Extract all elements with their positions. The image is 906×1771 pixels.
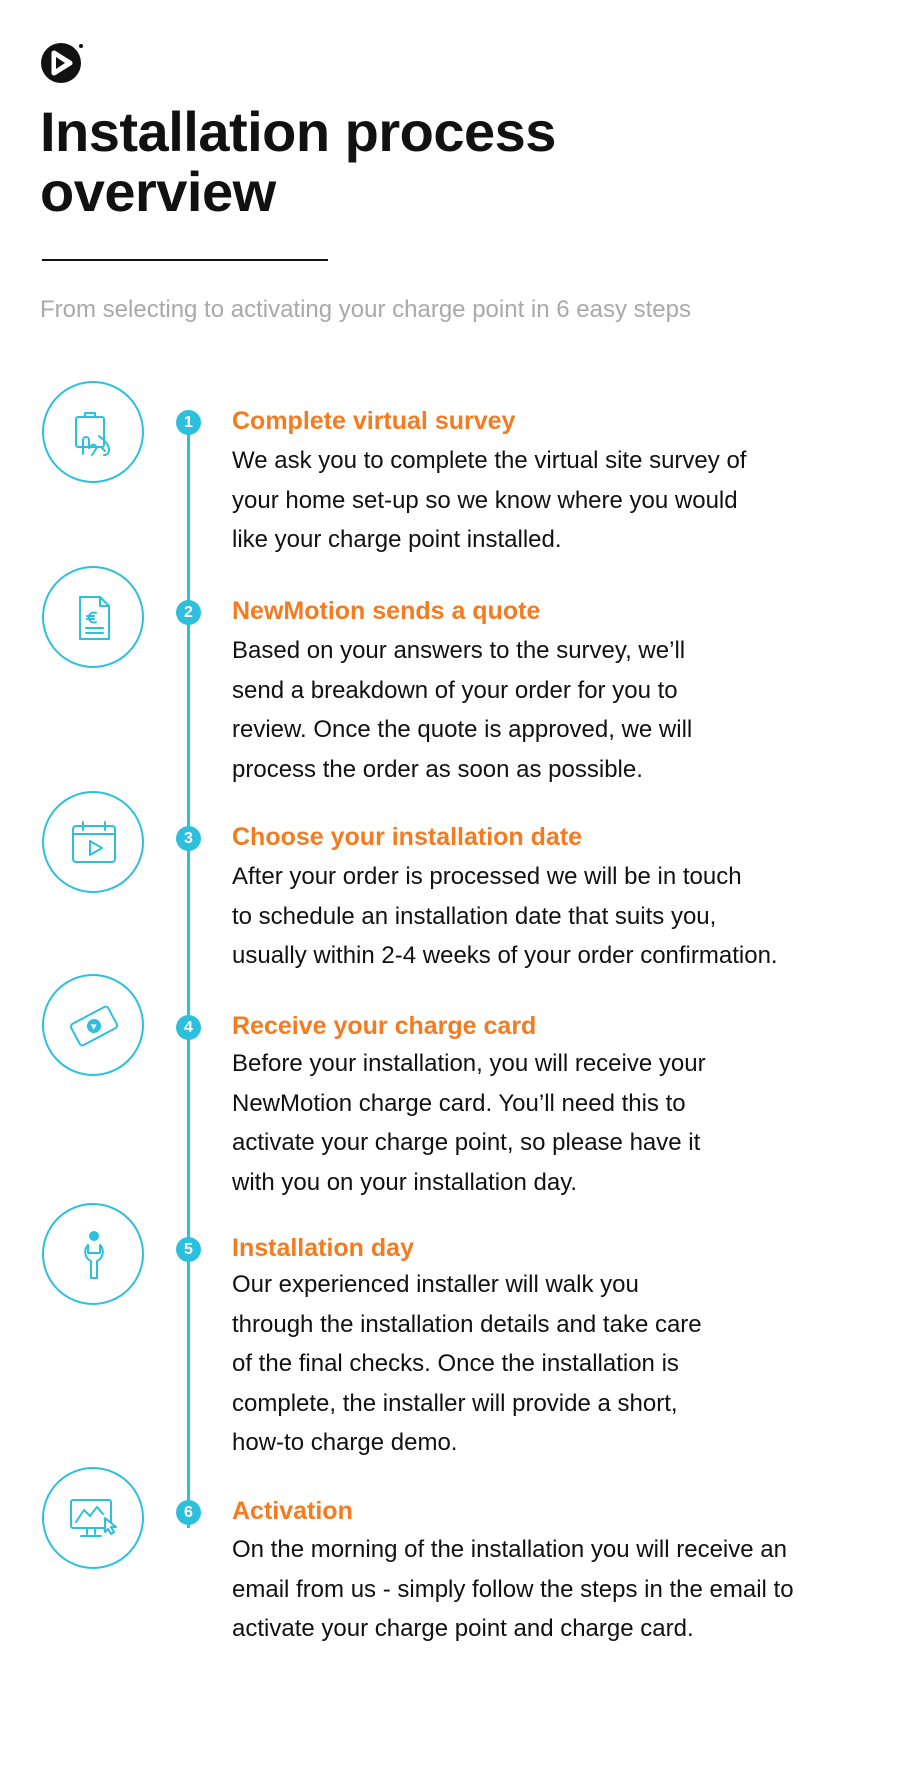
page-title-line-2: overview [40, 160, 276, 223]
step-5-body-line: Our experienced installer will walk you [232, 1271, 639, 1298]
step-4-body-line: NewMotion charge card. You’ll need this … [232, 1089, 686, 1117]
calendar-icon [72, 821, 116, 863]
page-title: Installation process overview [40, 102, 556, 222]
page-title-line-1: Installation process [40, 100, 556, 163]
step-3-body-line: to schedule an installation date that su… [232, 902, 717, 930]
page-subtitle: From selecting to activating your charge… [40, 296, 691, 323]
hand-clipboard-icon [75, 412, 110, 456]
step-5-body-line: of the final checks. Once the installati… [232, 1350, 679, 1377]
newmotion-logo-icon [41, 43, 83, 83]
wrench-icon [84, 1231, 104, 1279]
charge-card-icon [69, 1005, 119, 1047]
step-4-icon-circle [42, 974, 144, 1076]
step-2-body-line: process the order as soon as possible. [232, 755, 643, 783]
step-2-title: NewMotion sends a quote [232, 597, 541, 625]
euro-document-icon [79, 596, 110, 640]
step-6-body-line: activate your charge point and charge ca… [232, 1615, 694, 1642]
title-divider [42, 259, 328, 261]
step-4-title: Receive your charge card [232, 1012, 537, 1040]
step-5-body-line: how-to charge demo. [232, 1429, 458, 1456]
step-1-body-line: We ask you to complete the virtual site … [232, 447, 747, 474]
step-1-body-line: like your charge point installed. [232, 526, 562, 553]
step-5-body: Our experienced installer will walk you … [232, 1265, 702, 1463]
step-6-icon-circle [42, 1467, 144, 1569]
step-1-number: 1 [176, 410, 201, 435]
step-4-number: 4 [176, 1015, 201, 1040]
monitor-click-icon [70, 1499, 117, 1537]
step-5-title: Installation day [232, 1234, 414, 1262]
step-1-body-line: your home set-up so we know where you wo… [232, 486, 738, 514]
step-5-body-line: complete, the installer will provide a s… [232, 1389, 678, 1417]
step-3-title: Choose your installation date [232, 823, 583, 851]
step-1-title: Complete virtual survey [232, 407, 516, 435]
step-2-number: 2 [176, 600, 201, 625]
step-2-body-line: review. Once the quote is approved, we w… [232, 716, 693, 743]
step-1-icon-circle [42, 381, 144, 483]
step-6-body: On the morning of the installation you w… [232, 1530, 794, 1649]
timeline-line [187, 428, 190, 1528]
step-1-body: We ask you to complete the virtual site … [232, 441, 746, 560]
step-4-body-line: Before your installation, you will recei… [232, 1050, 706, 1077]
step-4-body-line: activate your charge point, so please ha… [232, 1129, 701, 1156]
step-3-body: After your order is processed we will be… [232, 857, 778, 976]
step-3-body-line: usually within 2-4 weeks of your order c… [232, 942, 778, 969]
step-2-body-line: send a breakdown of your order for you t… [232, 676, 678, 704]
step-3-number: 3 [176, 826, 201, 851]
step-6-body-line: On the morning of the installation you w… [232, 1536, 787, 1563]
step-2-body-line: Based on your answers to the survey, we’… [232, 637, 686, 664]
step-4-body: Before your installation, you will recei… [232, 1044, 706, 1202]
step-5-number: 5 [176, 1237, 201, 1262]
step-6-number: 6 [176, 1500, 201, 1525]
step-3-body-line: After your order is processed we will be… [232, 863, 742, 890]
step-5-body-line: through the installation details and tak… [232, 1310, 702, 1338]
step-5-icon-circle [42, 1203, 144, 1305]
step-4-body-line: with you on your installation day. [232, 1168, 578, 1196]
step-2-body: Based on your answers to the survey, we’… [232, 631, 692, 789]
step-6-body-line: email from us - simply follow the steps … [232, 1575, 794, 1603]
step-6-title: Activation [232, 1497, 353, 1525]
step-3-icon-circle [42, 791, 144, 893]
step-2-icon-circle [42, 566, 144, 668]
